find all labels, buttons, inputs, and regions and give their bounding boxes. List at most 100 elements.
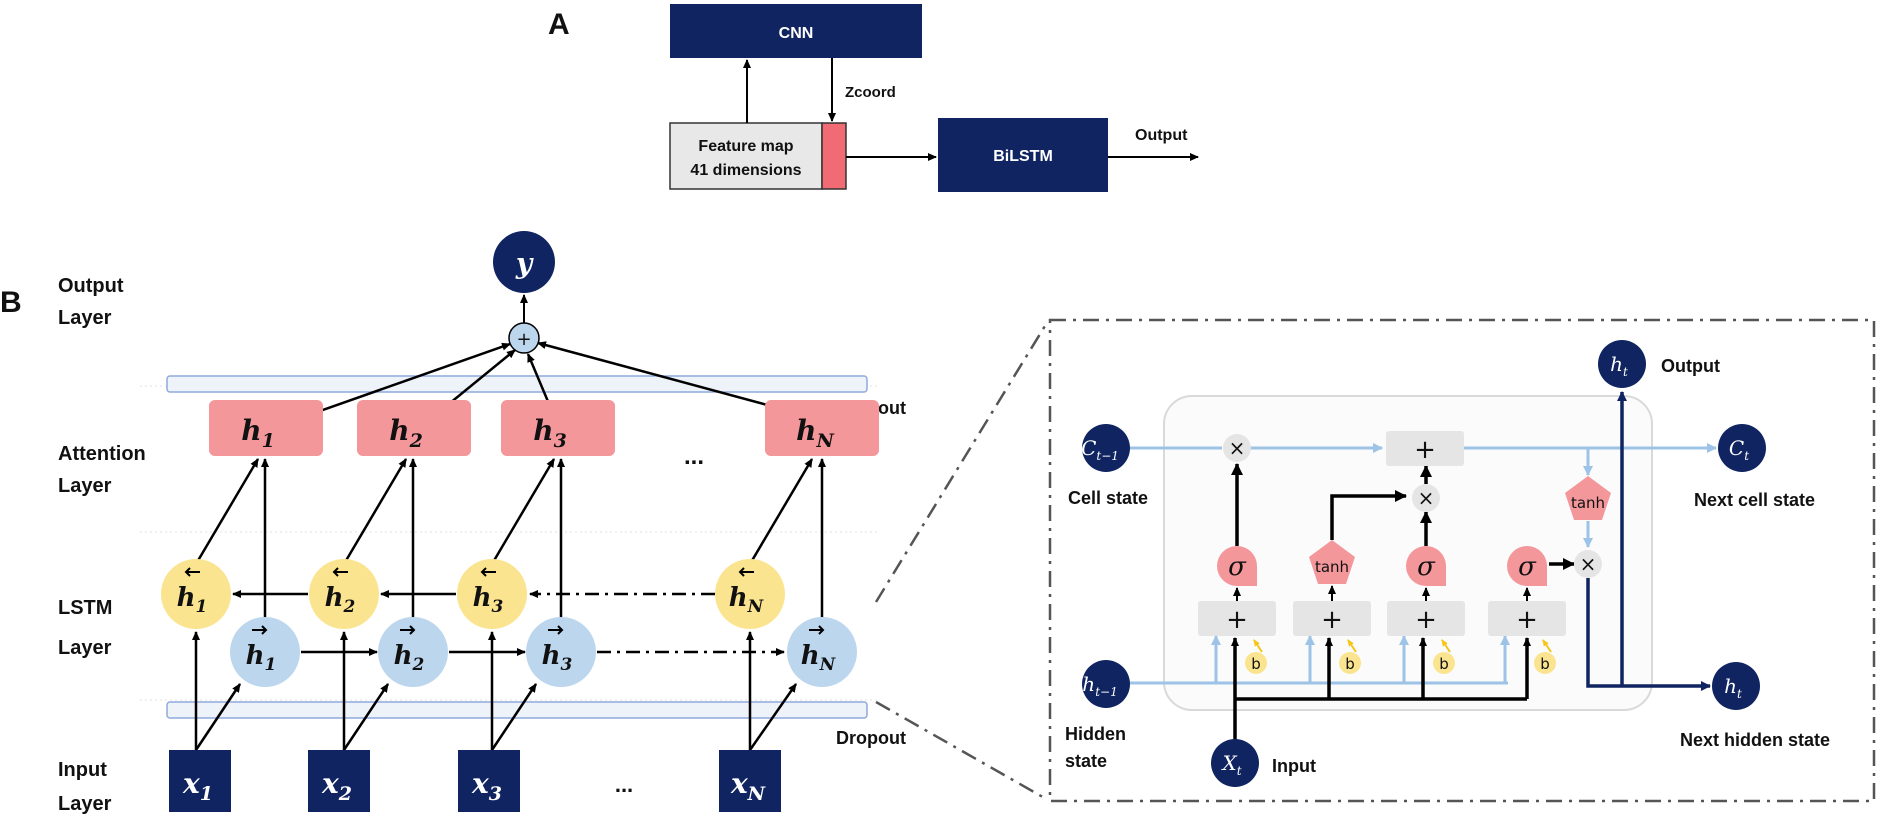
bias-output-label: b bbox=[1540, 655, 1550, 673]
cell-state-label: Cell state bbox=[1068, 488, 1148, 508]
attention-layer-label-2: Layer bbox=[58, 475, 112, 497]
adder-to-activation-arrows bbox=[1233, 585, 1531, 601]
attention-boxes: h1 h2 h3 hN ... bbox=[209, 400, 879, 470]
sigma-output-gate bbox=[1507, 546, 1547, 586]
panel-a-label: A bbox=[548, 8, 570, 41]
output-label-a: Output bbox=[1135, 127, 1188, 144]
feature-map-label-1: Feature map bbox=[698, 138, 793, 155]
bias-nodes: b b b b bbox=[1245, 652, 1556, 674]
forward-node-2 bbox=[378, 617, 448, 687]
input-layer-label-1: Input bbox=[58, 759, 107, 781]
hidden-state-label-2: state bbox=[1065, 751, 1107, 771]
operation-nodes: × × + × bbox=[1223, 431, 1602, 578]
y-label: y bbox=[515, 247, 534, 280]
input-xn: xN bbox=[730, 767, 766, 805]
zcoord-strip bbox=[821, 122, 847, 190]
c-next-node bbox=[1718, 424, 1766, 472]
panel-a: A CNN Feature map 41 dimensions Zcoord B… bbox=[548, 4, 1199, 192]
adder-output bbox=[1488, 601, 1566, 636]
forward-node-1 bbox=[230, 617, 300, 687]
adder-input-plus: + bbox=[1415, 605, 1437, 635]
bias-candidate bbox=[1339, 652, 1361, 674]
lstm-node-labels: h1 h2 h3 hN h1 h2 h3 hN bbox=[177, 583, 837, 675]
lstm-layer-label-1: LSTM bbox=[58, 597, 112, 619]
forward-hn-label: hN bbox=[801, 641, 837, 675]
attention-h1: h1 bbox=[241, 414, 275, 452]
tanh-nodes: tanh tanh bbox=[1309, 476, 1611, 584]
h-next-label: ht bbox=[1724, 674, 1742, 701]
bias-output bbox=[1534, 652, 1556, 674]
sigma-input-label: σ bbox=[1417, 552, 1436, 582]
adder-input bbox=[1387, 601, 1465, 636]
zoom-guides bbox=[874, 320, 1050, 802]
input-ellipsis: ... bbox=[615, 772, 633, 797]
sigma-gates: σ σ σ bbox=[1217, 546, 1547, 586]
h-prev-label: ht−1 bbox=[1082, 672, 1117, 699]
input-label-cell: Input bbox=[1272, 756, 1316, 776]
feature-map-label-2: 41 dimensions bbox=[690, 162, 801, 179]
cnn-label: CNN bbox=[779, 25, 814, 42]
cell-add-label: + bbox=[1414, 435, 1436, 465]
sigma-forget-gate bbox=[1217, 546, 1257, 586]
input-multiply-node bbox=[1412, 484, 1440, 512]
sigma-input-gate bbox=[1406, 546, 1446, 586]
c-prev-label: Ct−1 bbox=[1081, 436, 1119, 463]
cell-detail-frame bbox=[1048, 318, 1876, 803]
input-box-1 bbox=[169, 750, 231, 812]
backward-node-1 bbox=[161, 559, 231, 629]
xt-input-node bbox=[1211, 739, 1259, 787]
lstm-cell-detail: + + + + b b b b σ σ bbox=[1048, 318, 1876, 803]
output-multiply-label: × bbox=[1580, 552, 1597, 576]
c-next-label: Ct bbox=[1729, 436, 1749, 463]
input-xt-lines bbox=[1231, 637, 1531, 742]
attention-box-2 bbox=[357, 400, 471, 456]
sum-label: + bbox=[516, 329, 531, 350]
input-box-2 bbox=[308, 750, 370, 812]
input-to-lstm-arrows bbox=[192, 631, 798, 751]
zcoord-label: Zcoord bbox=[845, 84, 896, 101]
feature-map-box bbox=[669, 122, 823, 190]
bias-forget bbox=[1245, 652, 1267, 674]
backward-h3-label: h3 bbox=[473, 583, 504, 617]
lstm-layer-label-2: Layer bbox=[58, 637, 112, 659]
adder-candidate-plus: + bbox=[1321, 605, 1343, 635]
adder-forget-plus: + bbox=[1226, 605, 1248, 635]
backward-lstm-nodes bbox=[161, 559, 785, 629]
next-cell-state-label: Next cell state bbox=[1694, 490, 1815, 510]
bilstm-label: BiLSTM bbox=[993, 148, 1053, 165]
output-label-cell: Output bbox=[1661, 356, 1720, 376]
forget-multiply-label: × bbox=[1229, 436, 1246, 460]
direction-arrows bbox=[184, 567, 825, 635]
backward-hn-label: hN bbox=[729, 583, 765, 617]
input-layer-label-2: Layer bbox=[58, 793, 112, 815]
attention-box-3 bbox=[501, 400, 615, 456]
hidden-state-label-1: Hidden bbox=[1065, 724, 1126, 744]
input-box-n bbox=[719, 750, 781, 812]
gate-flow-arrows bbox=[1231, 463, 1575, 570]
dropout-bar-top bbox=[166, 375, 868, 393]
output-multiply-node bbox=[1574, 550, 1602, 578]
backward-node-3 bbox=[457, 559, 527, 629]
cnn-box bbox=[670, 4, 922, 58]
input-boxes: x1 x2 x3 xN ... bbox=[169, 750, 781, 812]
hidden-state-lines bbox=[1128, 635, 1510, 685]
forward-node-n bbox=[787, 617, 857, 687]
output-layer-label-1: Output bbox=[58, 275, 124, 297]
dropout-bar-bottom bbox=[166, 701, 868, 719]
panel-b-label: B bbox=[0, 286, 22, 319]
adder-forget bbox=[1198, 601, 1276, 636]
y-node bbox=[493, 231, 555, 293]
attention-box-1 bbox=[209, 400, 323, 456]
adder-candidate bbox=[1293, 601, 1371, 636]
tanh-candidate-label: tanh bbox=[1315, 558, 1349, 576]
h-next-node bbox=[1712, 662, 1760, 710]
attention-ellipsis: ... bbox=[684, 443, 704, 470]
h-prev-node bbox=[1082, 660, 1130, 708]
backward-node-2 bbox=[309, 559, 379, 629]
forward-h2-label: h2 bbox=[394, 641, 425, 675]
backward-h2-label: h2 bbox=[325, 583, 356, 617]
attention-layer-label-1: Attention bbox=[58, 443, 146, 465]
output-layer-label-2: Layer bbox=[58, 307, 112, 329]
panel-b: B Output Layer Attention Layer LSTM Laye… bbox=[0, 231, 906, 815]
